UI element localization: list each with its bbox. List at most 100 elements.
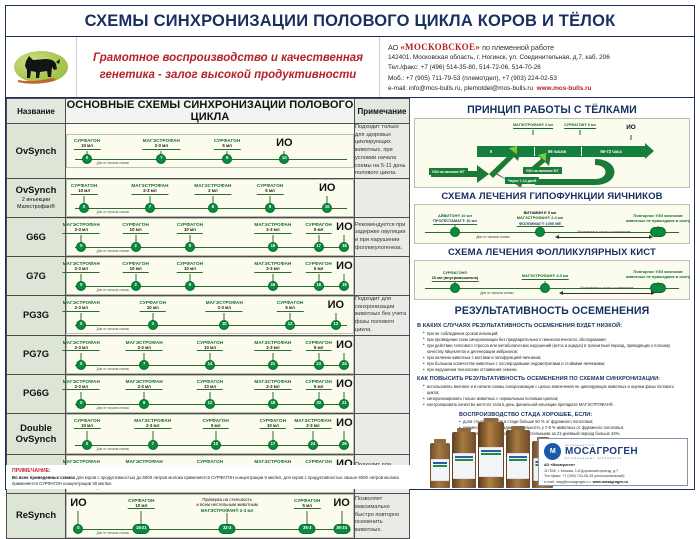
table-header-row: Название ОСНОВНЫЕ СХЕМЫ СИНХРОНИЗАЦИИ ПО… [6, 98, 410, 124]
drug-name: МАГЭСТРОФАН [205, 300, 243, 306]
axis-caption: Дни от начала схемы [96, 210, 130, 215]
drug-dose: 10 мл [204, 383, 216, 389]
scheme-note-cell: Подходит для синхронизации животных без … [354, 295, 410, 336]
hypo-node-3 [650, 227, 666, 237]
heifers-seg-2: 56-72 часа [600, 149, 622, 154]
scheme-name-cell: Double OvSynch [6, 412, 66, 455]
drug-name: МАГЭСТРОФАН [62, 261, 100, 267]
body-split: Название ОСНОВНЫЕ СХЕМЫ СИНХРОНИЗАЦИИ ПО… [6, 98, 694, 539]
drug-name: СУРФАГОН [122, 222, 149, 228]
company-website[interactable]: www.mos-bulls.ru [536, 85, 592, 93]
drug-dose: 10 мл [78, 188, 91, 194]
drug-name: МАГЭСТРОФАН [125, 458, 163, 464]
scheme-note-cell [354, 256, 410, 297]
list-item: контролировать качество желтого тела в д… [423, 402, 687, 409]
right-column: ПРИНЦИП РАБОТЫ С ТЁЛКАМИ МАГЭСТРОФАН® 2 … [410, 98, 694, 490]
company-mobile: Моб.: +7 (905) 711-79-53 (племотдел), +7… [388, 74, 557, 82]
scheme-name-sub: 2 инъекции Магестрофан® [17, 197, 55, 210]
cysts-event-1-label: СУРФАГОН® 10 мл (внутримышечно) [431, 270, 479, 283]
day-marker: 19 [339, 281, 350, 292]
day-marker: 13 [330, 320, 341, 331]
drug-name: МАГЭСТРОФАН [125, 378, 163, 384]
insemination-label: ИО [336, 377, 353, 390]
company-contacts: АО «МОСКОВСКОЕ» по племенной работе 1424… [380, 37, 694, 97]
results-heading-3: ВОСПРОИЗВОДСТВО СТАДА ХОРОШЕЕ, ЕСЛИ: [459, 411, 593, 418]
day-marker: 21 [267, 359, 278, 370]
day-marker: 0 [76, 398, 87, 409]
drug-name: МАГЭСТРОФАН [142, 138, 180, 144]
heifers-repeat: Через 7-14 дней [505, 177, 540, 184]
mosagrogen-phone: Тел./факс: +7 (495) 744-06-45 (многокана… [544, 474, 625, 479]
drug-name: МАГЭСТРОФАН [131, 183, 169, 189]
day-marker: 7 [144, 203, 155, 214]
day-marker: 14 [205, 359, 215, 370]
drug-name: СУРФАГОН [73, 417, 101, 423]
cysts-diagram: СУРФАГОН® 10 мл (внутримышечно) МАГЭСТРО… [414, 260, 690, 300]
hypofunction-diagram: АЙВИТОН® 10 мл ПРОГЕСТАМАГ® 10 мл ВИТАМИ… [414, 204, 690, 244]
scheme-note-cell: Подходит только для здоровых циклирующих… [354, 122, 410, 180]
day-marker: 36-24 [333, 523, 351, 534]
insemination-label: ИО [70, 496, 87, 509]
scheme-note-cell [354, 373, 410, 414]
slogan: Грамотное воспроизводство и качественная… [77, 37, 380, 97]
timeline-note-line: Проверка на стельность [202, 496, 252, 502]
day-marker: 24 [339, 359, 350, 370]
cysts-node-3 [650, 283, 666, 293]
mosagrogen-mark-icon: M [544, 443, 561, 460]
heifers-ultrasound-2: УЗИ на наличие ЖТ [523, 167, 562, 174]
drug-name: МАГЭСТРОФАН [62, 339, 100, 345]
mosagrogen-brand: МОСАГРОГЕН [565, 445, 638, 457]
drug-dose: 2-3 мл [143, 188, 157, 194]
insemination-label: ИО [327, 299, 345, 312]
axis-caption: Дни от начала схемы [96, 288, 130, 293]
drug-name: МАГЭСТРОФАН [125, 339, 163, 345]
mosagrogen-company: АО «Мосагроген» [544, 463, 576, 467]
drug-name: СУРФАГОН [73, 138, 101, 144]
mosagrogen-block: M производство МОСАГРОГЕН ветеринарных п… [538, 438, 688, 486]
company-prefix: АО [388, 42, 399, 52]
drug-dose: 2 мл [208, 188, 218, 194]
drug-dose: 2-3 мл [266, 344, 280, 350]
axis-caption: Дни от начала схемы [96, 327, 130, 332]
mosagrogen-website[interactable]: www.mosagrogen.ru [592, 479, 629, 484]
drug-name: МАГЭСТРОФАН [62, 378, 100, 384]
poster-frame: СХЕМЫ СИНХРОНИЗАЦИИ ПОЛОВОГО ЦИКЛА КОРОВ… [5, 5, 695, 539]
drug-dose: 10 мл [266, 422, 279, 428]
company-address: 142401, Московская область, г. Ногинск, … [388, 54, 610, 61]
day-marker: 0 [76, 242, 87, 253]
day-marker: 2 [130, 281, 141, 292]
drug-name: МАГЭСТРОФАН [254, 378, 292, 384]
heifers-drug-2: СУРФАГОН® 5 мл [564, 123, 596, 129]
scheme-name-cell: PG7G [6, 334, 66, 375]
axis-caption: Дни от начала схемы [96, 249, 130, 254]
day-marker: 10 [322, 203, 333, 214]
results-heading-2: КАК ПОВЫСИТЬ РЕЗУЛЬТАТИВНОСТЬ ОСЕМЕНЕНИЯ… [417, 376, 661, 383]
cysts-node-1 [450, 283, 460, 293]
scheme-name: Double OvSynch [15, 421, 57, 444]
drug-name: СУРФАГОН [196, 339, 224, 345]
drug-name: СУРФАГОН [176, 222, 204, 228]
hypo-node-1 [450, 227, 460, 237]
drug-dose: 2-3 мл [74, 305, 88, 311]
drug-dose: 5 мл [265, 188, 275, 194]
day-marker: 21 [339, 398, 350, 409]
scheme-note-cell [354, 412, 410, 455]
